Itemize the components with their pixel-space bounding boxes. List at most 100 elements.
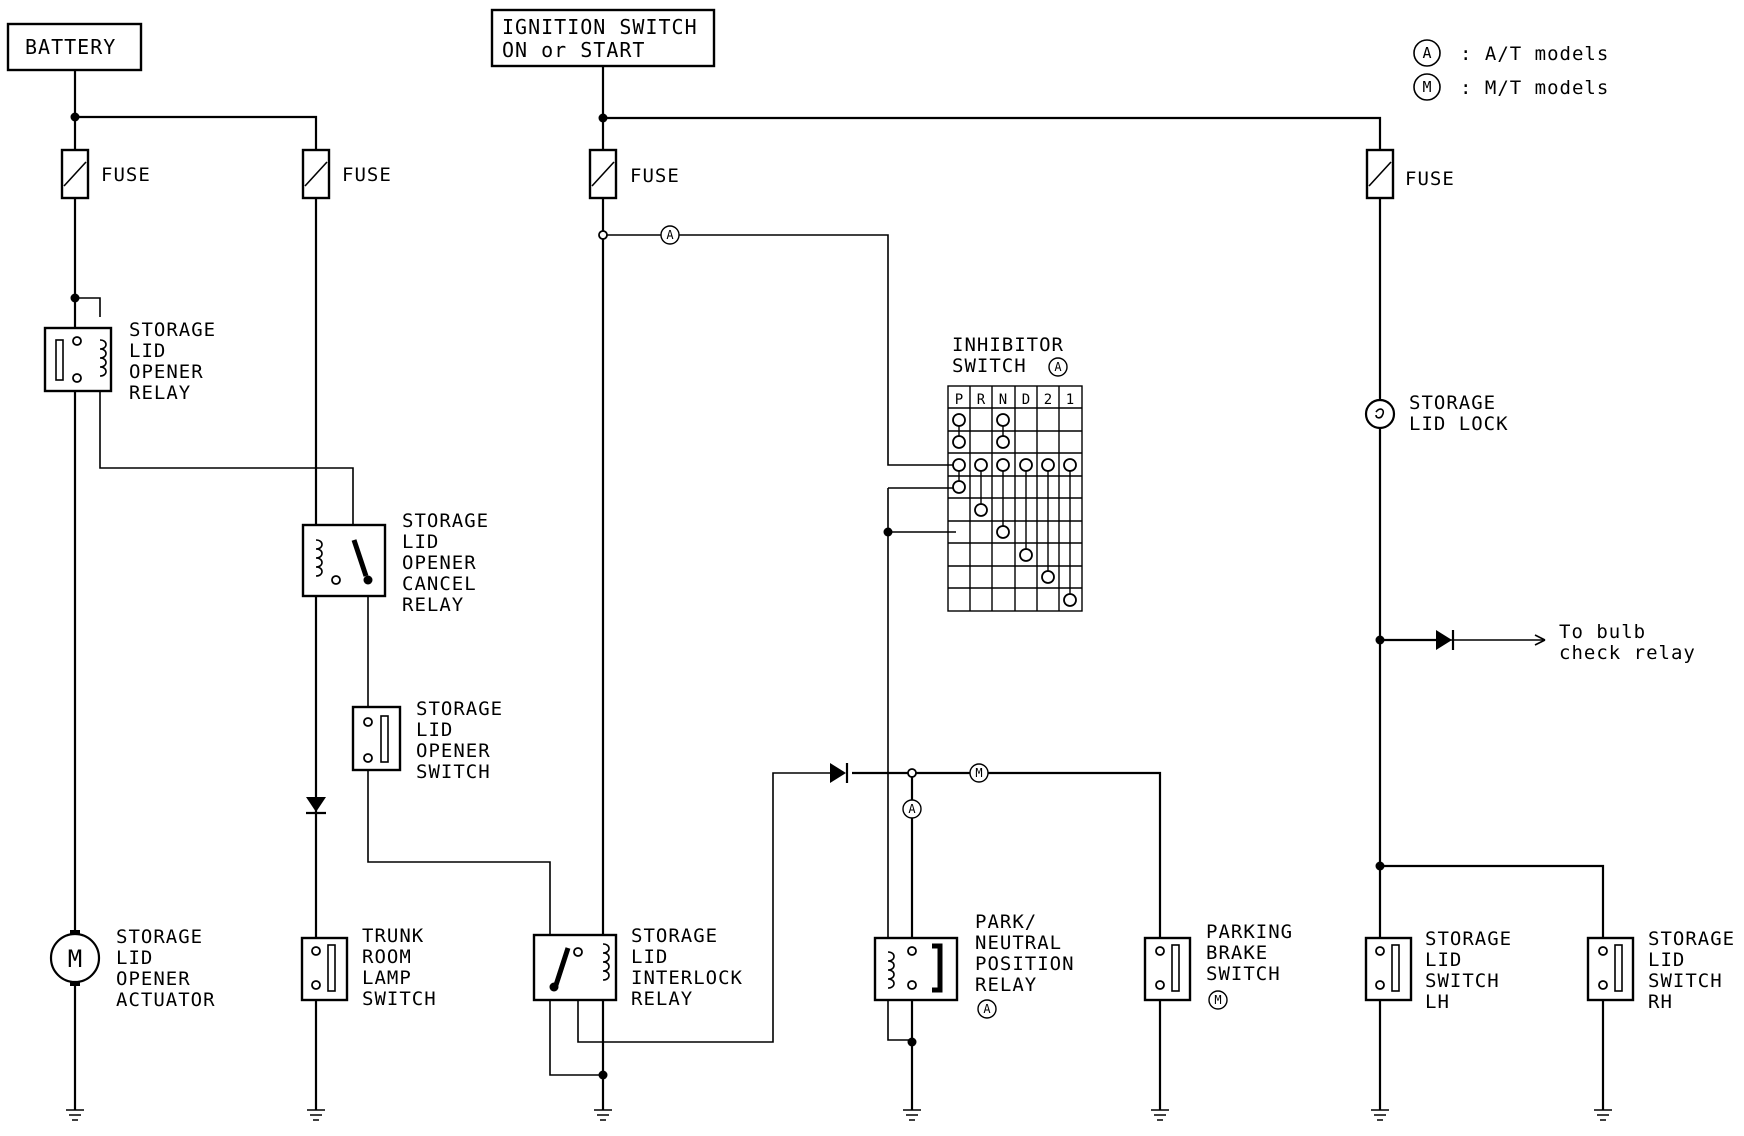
a-circle-icon: [1413, 39, 1441, 67]
actuator-label-4: ACTUATOR: [116, 989, 216, 1011]
pn-relay-label-3: POSITION: [975, 953, 1075, 975]
switch-lh-label-1: STORAGE: [1425, 928, 1512, 950]
opener-relay-label-2: LID: [129, 340, 166, 362]
opener-switch-label-3: OPENER: [416, 740, 491, 762]
ignition-switch-source: IGNITION SWITCH ON or START: [490, 8, 716, 68]
lid-lock-label-1: STORAGE: [1409, 392, 1496, 414]
inhibitor-pos-1: 1: [1066, 392, 1074, 408]
fuse-4: FUSE: [1365, 148, 1455, 200]
lid-switch-rh: STORAGE LID SWITCH RH: [1586, 928, 1735, 1013]
parking-brake-label-3: SWITCH: [1206, 963, 1281, 985]
fuse-3: FUSE: [588, 148, 679, 200]
switch-rh-label-1: STORAGE: [1648, 928, 1735, 950]
opener-switch: STORAGE LID OPENER SWITCH: [351, 698, 503, 783]
switch-rh-label-3: SWITCH: [1648, 970, 1723, 992]
inhibitor-pos-2: 2: [1044, 392, 1052, 408]
cancel-relay-label-3: OPENER: [402, 552, 477, 574]
trunk-switch-label-2: ROOM: [362, 946, 412, 968]
switch-rh-label-4: RH: [1648, 991, 1673, 1013]
cancel-relay-label-4: CANCEL: [402, 573, 477, 595]
interlock-label-3: INTERLOCK: [631, 967, 743, 989]
brake-m-badge: M: [1214, 993, 1221, 1007]
arrow-right-icon: [1534, 634, 1546, 646]
inhibitor-pos-n: N: [999, 392, 1007, 408]
inhibitor-pos-r: R: [977, 392, 986, 408]
trunk-switch-label-4: SWITCH: [362, 988, 437, 1010]
actuator-label-2: LID: [116, 947, 153, 969]
actuator-label-1: STORAGE: [116, 926, 203, 948]
trunk-switch-label-3: LAMP: [362, 967, 412, 989]
pn-relay-label-4: RELAY: [975, 974, 1037, 996]
a-marker-text: A: [666, 228, 674, 242]
cancel-relay: STORAGE LID OPENER CANCEL RELAY: [301, 510, 489, 616]
actuator-label-3: OPENER: [116, 968, 191, 990]
motor-icon: [49, 932, 101, 984]
wires: [73, 66, 1605, 1110]
lid-switch-lh: STORAGE LID SWITCH LH: [1364, 928, 1512, 1013]
m-marker-text: M: [975, 766, 982, 780]
cancel-relay-label-2: LID: [402, 531, 439, 553]
inhibitor-pos-p: P: [955, 392, 963, 408]
inhibitor-switch: INHIBITOR SWITCH A P R N D 2 1: [947, 334, 1083, 612]
trunk-lamp-switch: TRUNK ROOM LAMP SWITCH: [300, 925, 437, 1010]
fuse-2: FUSE: [301, 148, 392, 200]
fuse-1-label: FUSE: [101, 164, 151, 186]
a-badge-icon: [1048, 357, 1068, 377]
switch-lh-label-2: LID: [1425, 949, 1462, 971]
legend-a-symbol: A: [1422, 44, 1431, 62]
opener-switch-label-1: STORAGE: [416, 698, 503, 720]
junction-dots: [70, 112, 1385, 1080]
fuse-1: FUSE: [60, 148, 151, 200]
opener-relay: STORAGE LID OPENER RELAY: [43, 319, 216, 404]
fuse-4-label: FUSE: [1405, 168, 1455, 190]
inhibitor-a-badge: A: [1054, 360, 1062, 374]
ignition-label-line1: IGNITION SWITCH: [502, 15, 698, 39]
pn-a-badge-icon: [977, 999, 997, 1019]
diode-bus-icon: [830, 763, 849, 783]
switch-lh-label-4: LH: [1425, 991, 1450, 1013]
a-marker-pn: A: [902, 799, 922, 819]
interlock-label-1: STORAGE: [631, 925, 718, 947]
cancel-relay-label-1: STORAGE: [402, 510, 489, 532]
a-marker-pn-text: A: [908, 802, 916, 816]
bulb-check-branch: To bulb check relay: [1436, 621, 1696, 664]
fuse-2-label: FUSE: [342, 164, 392, 186]
parking-brake-label-1: PARKING: [1206, 921, 1293, 943]
m-circle-icon: [1413, 73, 1441, 101]
brake-m-badge-icon: [1208, 990, 1228, 1010]
lamp-icon: [1364, 398, 1396, 430]
m-marker-bus: M: [969, 763, 989, 783]
battery-source: BATTERY: [6, 22, 143, 72]
opener-switch-label-4: SWITCH: [416, 761, 491, 783]
inhibitor-pos-d: D: [1022, 392, 1030, 408]
parking-brake-label-2: BRAKE: [1206, 942, 1268, 964]
ignition-label-line2: ON or START: [502, 38, 645, 62]
cancel-relay-label-5: RELAY: [402, 594, 464, 616]
lid-lock-label-2: LID LOCK: [1409, 413, 1509, 435]
inhibitor-label-1: INHIBITOR: [952, 334, 1064, 356]
opener-relay-label-1: STORAGE: [129, 319, 216, 341]
battery-label: BATTERY: [25, 35, 116, 59]
switch-rh-label-2: LID: [1648, 949, 1685, 971]
legend: A : A/T models M : M/T models: [1413, 39, 1609, 101]
diode-trunk-icon: [306, 797, 326, 815]
motor-symbol: M: [68, 945, 82, 973]
bulb-check-label-2: check relay: [1559, 642, 1696, 664]
switch-lh-label-3: SWITCH: [1425, 970, 1500, 992]
legend-a-text: : A/T models: [1460, 43, 1609, 65]
pn-relay-label-2: NEUTRAL: [975, 932, 1062, 954]
a-marker-ignition: A: [660, 225, 680, 245]
pn-a-badge: A: [983, 1002, 991, 1016]
interlock-relay: STORAGE LID INTERLOCK RELAY: [532, 925, 743, 1010]
pn-relay-label-1: PARK/: [975, 911, 1037, 933]
interlock-label-2: LID: [631, 946, 668, 968]
storage-lid-lock: STORAGE LID LOCK: [1364, 392, 1509, 435]
opener-actuator: M STORAGE LID OPENER ACTUATOR: [49, 926, 216, 1011]
opener-relay-label-4: RELAY: [129, 382, 191, 404]
opener-switch-label-2: LID: [416, 719, 453, 741]
interlock-label-4: RELAY: [631, 988, 693, 1010]
bulb-check-label-1: To bulb: [1559, 621, 1646, 643]
ground-icons: [66, 1109, 1612, 1121]
trunk-switch-label-1: TRUNK: [362, 925, 424, 947]
